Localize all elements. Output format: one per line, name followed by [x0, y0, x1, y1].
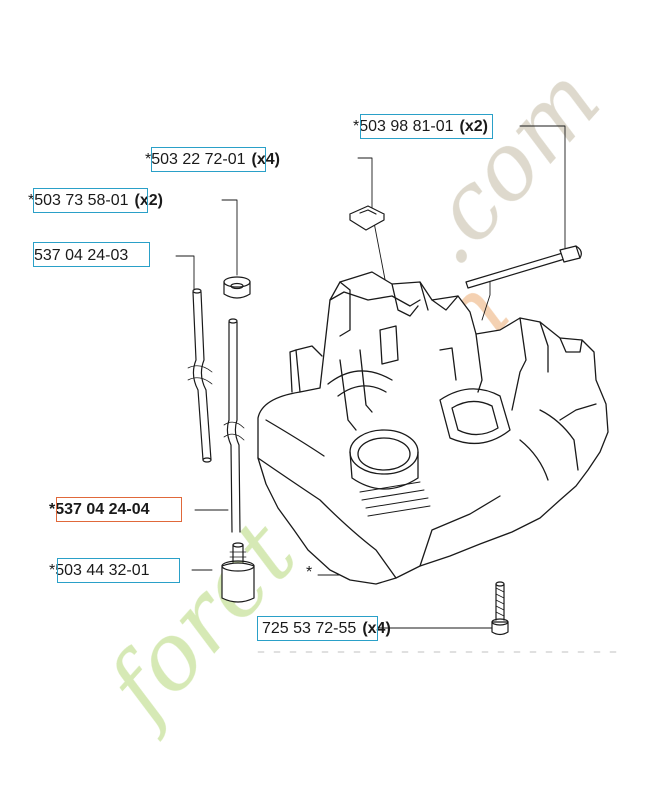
long-bolt-drawing	[465, 245, 582, 289]
exchange-marker: *	[353, 118, 360, 135]
part-label-725-53-72-55[interactable]: 725 53 72-55 (x4)	[262, 619, 391, 638]
crankcase-housing-drawing	[257, 271, 609, 585]
part-number-highlight[interactable]	[360, 114, 493, 139]
selected-part-highlight[interactable]	[56, 497, 182, 522]
fuel-filter-drawing	[221, 542, 255, 603]
part-number: 503 44 32-01	[55, 562, 150, 579]
part-label-503-98-81-01[interactable]: *503 98 81-01 (x2)	[353, 117, 488, 136]
grommet-drawing	[223, 276, 251, 299]
exchange-marker: *	[49, 562, 56, 579]
fuel-hose-1-drawing	[187, 288, 213, 463]
part-label-503-22-72-01[interactable]: *503 22 72-01(x4)	[145, 150, 280, 169]
quantity: (x2)	[134, 192, 163, 209]
part-label-503-73-58-01[interactable]: *503 73 58-01 (x2)	[28, 191, 163, 210]
part-number-highlight[interactable]	[33, 242, 150, 267]
part-number: 725 53 72-55	[262, 620, 357, 637]
exchange-marker: *	[49, 501, 56, 518]
part-number-highlight[interactable]	[151, 147, 266, 172]
housing-exchange-marker: *	[306, 564, 313, 581]
part-label-537-04-24-03[interactable]: 537 04 24-03	[34, 246, 134, 265]
part-label-503-44-32-01[interactable]: *503 44 32-01	[49, 561, 156, 580]
quantity: (x4)	[362, 620, 391, 637]
part-number: 503 98 81-01	[359, 118, 454, 135]
part-number: 503 73 58-01	[34, 192, 129, 209]
screw-drawing	[491, 581, 509, 636]
quantity: (x2)	[459, 118, 488, 135]
part-number-highlight[interactable]	[57, 558, 180, 583]
part-number-highlight[interactable]	[33, 188, 148, 213]
exchange-marker: *	[145, 151, 152, 168]
exchange-marker: *	[28, 192, 35, 209]
part-number-highlight[interactable]	[257, 616, 378, 641]
fuel-hose-2-drawing	[223, 318, 245, 533]
nut-drawing	[349, 205, 385, 231]
part-number: 537 04 24-03	[34, 247, 129, 264]
part-label-537-04-24-04[interactable]: *537 04 24-04	[49, 500, 156, 519]
part-number: 537 04 24-04	[55, 501, 150, 518]
part-number: 503 22 72-01	[151, 151, 246, 168]
